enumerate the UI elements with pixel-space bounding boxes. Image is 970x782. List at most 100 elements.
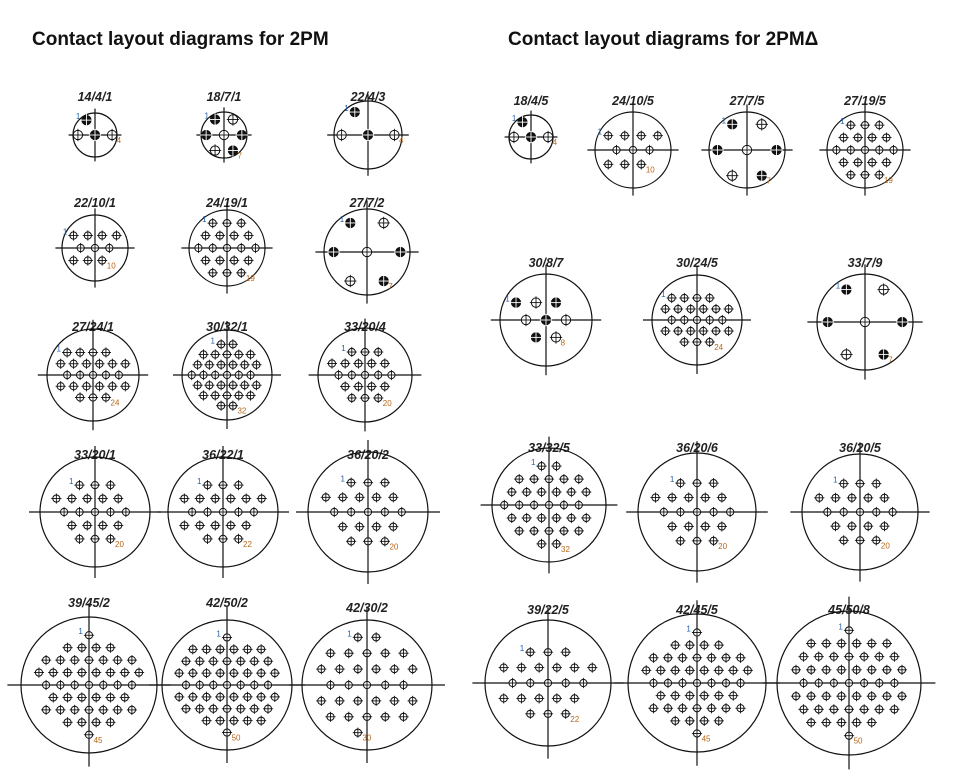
contact-pin-icon bbox=[88, 128, 102, 142]
contact-pin-icon bbox=[41, 679, 52, 691]
contact-pin-icon bbox=[828, 704, 839, 715]
contact-pin-icon bbox=[854, 478, 866, 489]
contact-number: 4 bbox=[553, 138, 558, 147]
contact-pin-icon bbox=[573, 499, 584, 511]
contact-number: 7 bbox=[766, 177, 771, 186]
contact-pin-icon bbox=[120, 506, 132, 518]
contact-pin-icon bbox=[388, 492, 399, 503]
contact-pin-icon bbox=[534, 662, 545, 673]
contact-number: 1 bbox=[686, 625, 691, 634]
contact-pin-icon bbox=[192, 380, 203, 391]
contact-pin-icon bbox=[662, 703, 674, 714]
connector-diagram-27-7-2: 27/7/217 bbox=[315, 196, 419, 304]
contact-pin-icon bbox=[91, 642, 102, 653]
contact-pin-icon bbox=[105, 667, 116, 678]
contact-pin-icon bbox=[76, 667, 87, 678]
contact-pin-icon bbox=[371, 664, 382, 675]
contact-pin-icon bbox=[228, 644, 239, 655]
contact-pin-icon bbox=[881, 157, 892, 168]
contact-pin-icon bbox=[813, 651, 824, 662]
contact-number: 50 bbox=[232, 734, 241, 743]
contact-pin-icon bbox=[201, 715, 212, 726]
contact-number: 20 bbox=[383, 399, 392, 408]
contact-pin-icon bbox=[94, 358, 105, 369]
contact-pin-icon bbox=[720, 652, 732, 663]
contact-pin-icon bbox=[683, 492, 694, 503]
contact-pin-icon bbox=[316, 695, 327, 706]
contact-pin-icon bbox=[683, 521, 694, 532]
contact-pin-icon bbox=[242, 715, 253, 726]
contact-pin-icon bbox=[581, 486, 592, 498]
contact-pin-icon bbox=[691, 292, 703, 304]
contact-number: 1 bbox=[341, 475, 346, 484]
contact-pin-icon bbox=[82, 230, 93, 241]
contact-pin-icon bbox=[199, 128, 213, 142]
contact-pin-icon bbox=[180, 703, 192, 714]
contact-pin-icon bbox=[68, 381, 79, 392]
contact-pin-icon bbox=[62, 642, 73, 653]
contact-number: 10 bbox=[646, 165, 655, 174]
contact-pin-icon bbox=[133, 667, 145, 678]
contact-pin-icon bbox=[120, 358, 131, 369]
diagram-label: 18/4/5 bbox=[514, 94, 550, 108]
contact-pin-icon bbox=[806, 691, 817, 702]
contact-pin-icon bbox=[543, 525, 555, 537]
contact-pin-icon bbox=[830, 521, 841, 532]
contact-pin-icon bbox=[524, 130, 538, 144]
contact-pin-icon bbox=[371, 695, 382, 706]
contact-number: 1 bbox=[204, 111, 209, 120]
contact-pin-icon bbox=[691, 703, 703, 714]
contact-pin-icon bbox=[838, 132, 849, 143]
contact-pin-icon bbox=[539, 313, 553, 327]
contact-pin-icon bbox=[836, 691, 847, 702]
contact-pin-icon bbox=[790, 691, 802, 702]
contact-pin-icon bbox=[662, 652, 674, 663]
contact-pin-icon bbox=[217, 128, 231, 142]
contact-pin-icon bbox=[256, 668, 267, 679]
contact-pin-icon bbox=[881, 664, 892, 675]
contact-pin-icon bbox=[380, 679, 391, 691]
contact-pin-icon bbox=[373, 369, 384, 381]
contact-pin-icon bbox=[48, 667, 59, 678]
contact-pin-icon bbox=[76, 642, 87, 653]
contact-pin-icon bbox=[262, 703, 274, 714]
contact-pin-icon bbox=[735, 677, 746, 689]
contact-pin-icon bbox=[198, 390, 209, 401]
contact-pin-icon bbox=[836, 638, 847, 649]
contact-pin-icon bbox=[80, 113, 93, 127]
contact-pin-icon bbox=[346, 369, 357, 381]
contact-pin-icon bbox=[879, 521, 890, 532]
contact-pin-icon bbox=[180, 679, 192, 691]
contact-number: 1 bbox=[836, 282, 841, 291]
contact-pin-icon bbox=[214, 255, 225, 266]
contact-pin-icon bbox=[648, 652, 659, 663]
contact-pin-icon bbox=[111, 230, 122, 241]
contact-pin-icon bbox=[221, 703, 233, 714]
contact-pin-icon bbox=[866, 691, 877, 702]
contact-pin-icon bbox=[704, 292, 715, 304]
contact-pin-icon bbox=[226, 144, 240, 157]
contact-pin-icon bbox=[41, 655, 52, 666]
contact-pin-icon bbox=[83, 704, 95, 715]
contact-pin-icon bbox=[838, 506, 849, 518]
contact-pin-icon bbox=[874, 120, 885, 131]
contact-pin-icon bbox=[863, 492, 874, 503]
contact-pin-icon bbox=[344, 216, 357, 230]
contact-pin-icon bbox=[498, 662, 509, 673]
contact-pin-icon bbox=[542, 677, 554, 689]
contact-pin-icon bbox=[174, 691, 185, 702]
contact-pin-icon bbox=[398, 711, 409, 722]
contact-pin-icon bbox=[519, 313, 533, 327]
contact-pin-icon bbox=[698, 325, 709, 337]
contact-pin-icon bbox=[69, 655, 80, 666]
contact-pin-icon bbox=[667, 521, 678, 532]
contact-pin-icon bbox=[542, 708, 554, 719]
contact-pin-icon bbox=[126, 704, 137, 715]
contact-pin-icon bbox=[87, 392, 99, 403]
contact-pin-icon bbox=[655, 665, 666, 676]
contact-pin-icon bbox=[221, 242, 233, 254]
contact-pin-icon bbox=[226, 113, 240, 126]
contact-pin-icon bbox=[245, 369, 256, 381]
